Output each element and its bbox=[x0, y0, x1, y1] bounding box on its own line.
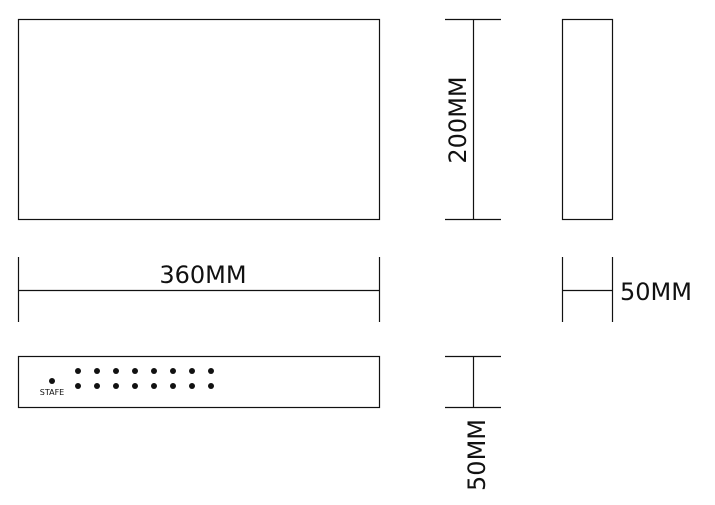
port-led bbox=[113, 383, 119, 389]
status-label: STAFE bbox=[40, 388, 64, 397]
port-led bbox=[75, 368, 81, 374]
height-label: 200MM bbox=[444, 76, 472, 163]
side-view-outline bbox=[561, 18, 614, 221]
port-led bbox=[170, 368, 176, 374]
port-led bbox=[132, 383, 138, 389]
side-depth-dimension: 50MM bbox=[561, 257, 692, 322]
port-led bbox=[113, 368, 119, 374]
port-led bbox=[189, 383, 195, 389]
front-view: STAFE bbox=[17, 355, 381, 409]
port-led bbox=[151, 368, 157, 374]
height-dimension: 200MM bbox=[444, 18, 501, 221]
port-led bbox=[75, 383, 81, 389]
port-led bbox=[94, 383, 100, 389]
front-view-outline bbox=[17, 355, 381, 409]
front-depth-label: 50MM bbox=[463, 419, 491, 491]
port-led bbox=[208, 383, 214, 389]
port-led bbox=[132, 368, 138, 374]
port-led bbox=[151, 383, 157, 389]
port-leds bbox=[75, 368, 214, 389]
side-depth-label: 50MM bbox=[620, 278, 692, 306]
port-led bbox=[94, 368, 100, 374]
width-label: 360MM bbox=[159, 261, 246, 289]
port-led bbox=[170, 383, 176, 389]
port-led bbox=[208, 368, 214, 374]
status-led bbox=[49, 378, 55, 384]
top-view-outline bbox=[17, 18, 381, 221]
front-depth-dimension: 50MM bbox=[445, 355, 501, 491]
port-led bbox=[189, 368, 195, 374]
width-dimension: 360MM bbox=[17, 257, 381, 322]
